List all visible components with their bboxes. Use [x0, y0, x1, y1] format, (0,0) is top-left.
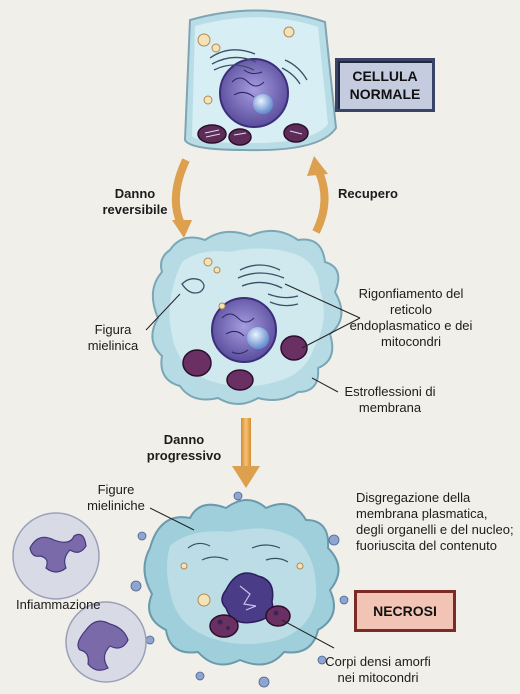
inflammatory-cell-1: [12, 512, 100, 600]
myelin-figure-label: Figura mielinica: [87, 322, 139, 353]
necrotic-er-fragments: [187, 542, 289, 563]
myelin-figures-label: Figure mieliniche: [87, 482, 145, 513]
swollen-myelin-figure: [181, 278, 205, 294]
reversible-damage-label: Danno reversibile: [102, 186, 168, 217]
normal-vesicles: [197, 26, 295, 105]
necrotic-cell: [130, 491, 349, 688]
swollen-leaders: [145, 283, 361, 393]
inflammatory-cell-2: [65, 601, 147, 683]
normal-nucleus: [219, 58, 289, 128]
recovery-label: Recupero: [338, 186, 398, 201]
reversible-arrow: [171, 158, 192, 238]
progressive-damage-label: Danno progressivo: [146, 432, 222, 463]
recovery-arrow: [307, 156, 329, 234]
necrosis-box: NECROSI: [354, 590, 456, 632]
swollen-mitochondria: [182, 335, 308, 391]
normal-cell: [183, 9, 338, 152]
progressive-arrow: [232, 418, 260, 488]
er-swelling-label: Rigonfiamento del reticolo endoplasmatic…: [349, 286, 473, 349]
inflammation-label: Infiammazione: [16, 597, 101, 612]
normal-cell-box: CELLULA NORMALE: [335, 58, 435, 112]
necrotic-leaders: [149, 507, 335, 649]
normal-er: [209, 49, 308, 85]
membrane-blebs-label: Estroflessioni di membrana: [344, 384, 436, 415]
swollen-cell: [151, 229, 343, 405]
dense-bodies-label: Corpi densi amorfi nei mitocondri: [325, 654, 431, 685]
disintegration-label: Disgregazione della membrana plasmatica,…: [356, 490, 514, 553]
swollen-er: [237, 264, 299, 307]
